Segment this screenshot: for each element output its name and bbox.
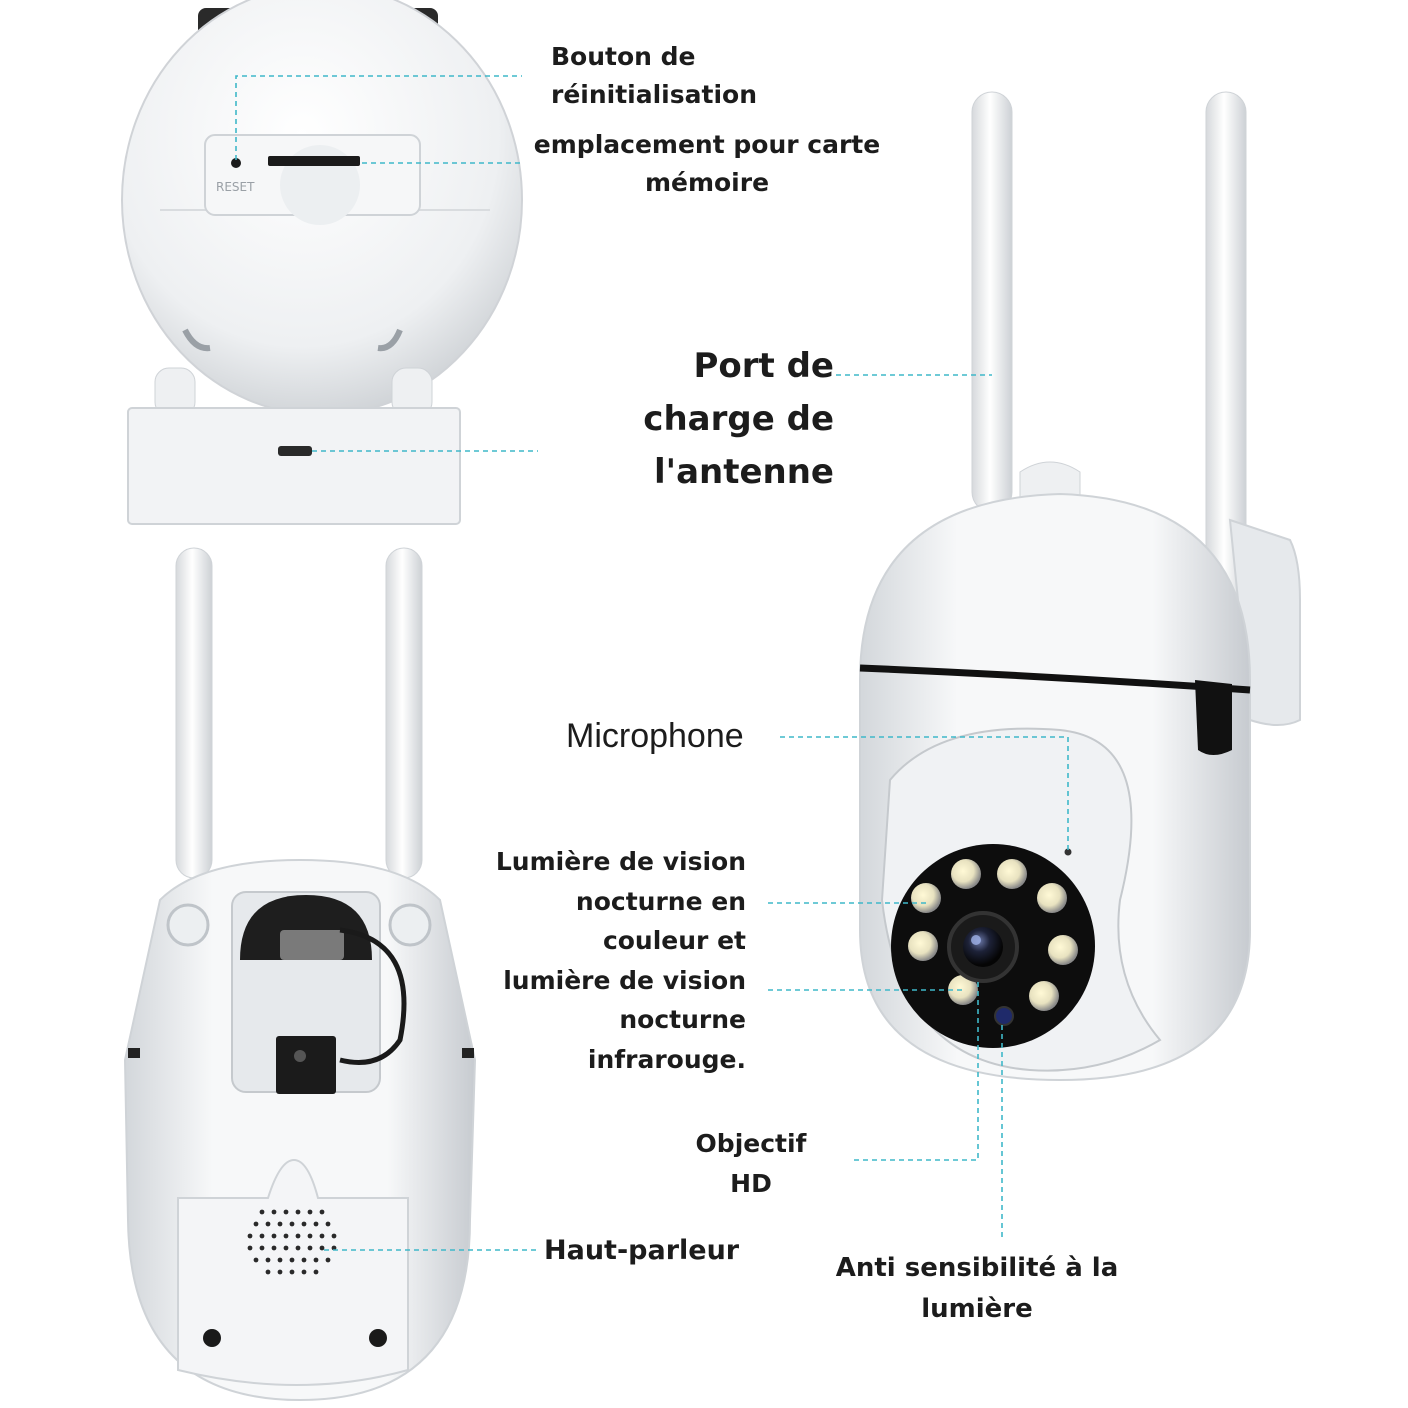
label-microphone: Microphone [566,717,744,755]
label-night-vision-light: Lumière de vision nocturne en couleur et… [495,847,746,1074]
camera-bottom-view [123,547,477,1402]
label-antenna-charging-port: Port de charge de l'antenne [643,346,834,492]
label-memory-card-slot: emplacement pour carte mémoire [533,130,881,197]
label-hd-lens: Objectif HD [695,1129,807,1198]
speaker-grille [247,1209,337,1275]
camera-back-view: RESET [121,0,523,525]
leader-reset [235,75,522,160]
label-speaker: Haut-parleur [544,1235,740,1266]
leader-lines [235,75,1069,1251]
reset-marking: RESET [216,180,255,194]
label-light-sensor: Anti sensibilité à la lumière [835,1253,1119,1324]
leader-microphone [780,736,1069,852]
camera-front-view [859,91,1301,1082]
label-reset-button: Bouton de réinitialisation [551,42,757,109]
